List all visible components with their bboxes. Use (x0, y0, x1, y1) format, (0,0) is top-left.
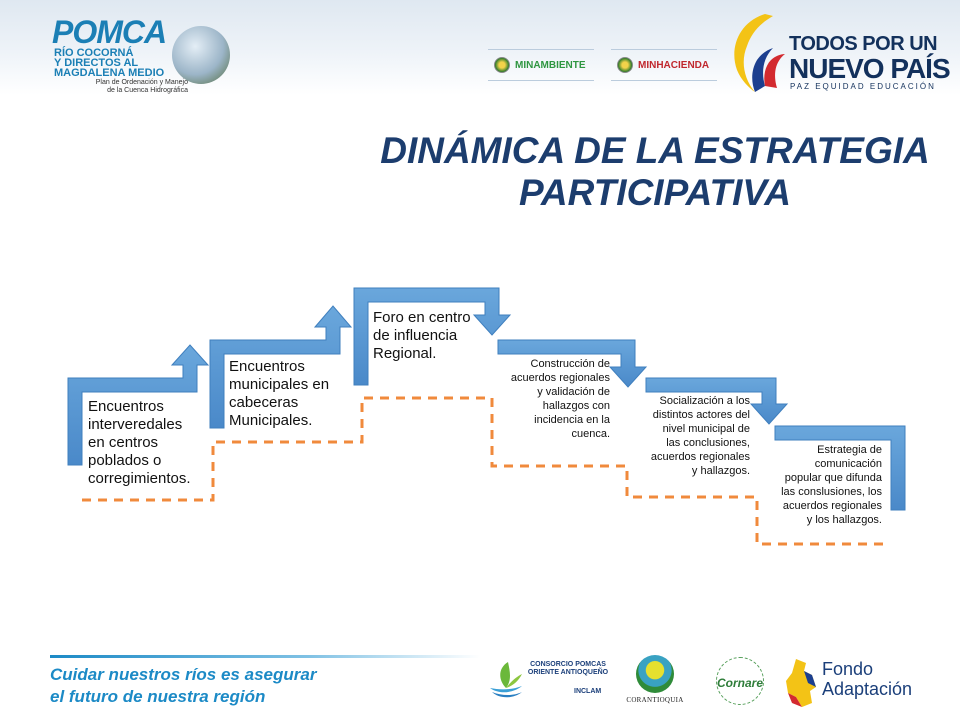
tricolor-swoosh-icon (734, 14, 785, 92)
consorcio-logo: CONSORCIO POMCAS ORIENTE ANTIOQUEÑO INCL… (488, 658, 610, 706)
slogan-line: el futuro de nuestra región (50, 687, 266, 706)
bent-arrow-up-2 (209, 305, 353, 429)
step-line: las conslusiones, los (781, 486, 882, 498)
step-line: Foro en centro (373, 309, 471, 326)
government-slogan-sub: PAZ EQUIDAD EDUCACIÓN (790, 82, 936, 91)
step-line: comunicación (814, 458, 882, 470)
step-line: cuenca. (571, 428, 610, 440)
step-line: hallazgos con (542, 400, 610, 412)
colombia-shield-icon (617, 57, 633, 73)
step-line: municipales en (229, 376, 330, 393)
step-line: y validación de (537, 386, 610, 398)
step-line: en centros (88, 434, 159, 451)
pomca-line: MAGDALENA MEDIO (54, 67, 165, 79)
step-1-text: Encuentros intervereda­les en centros po… (88, 398, 213, 488)
bent-arrow-down-5 (645, 377, 789, 425)
step-line: las conclusiones, (666, 437, 750, 449)
footer-slogan: Cuidar nuestros ríos es asegurar el futu… (50, 664, 410, 708)
step-line: Construcción de (530, 358, 611, 370)
step-line: acuerdos regionales (510, 372, 610, 384)
pomca-globe-icon (172, 26, 230, 84)
step-line: Municipales. (229, 412, 313, 429)
pomca-subtitle: Plan de Ordenación y Manejo de la Cuenca… (70, 79, 188, 95)
ministry-name: MINAMBIENTE (515, 59, 586, 71)
step-line: acuerdos regionales (782, 500, 882, 512)
pomca-basin-name: RÍO COCORNÁ Y DIRECTOS AL MAGDALENA MEDI… (54, 47, 184, 79)
step-line: de influencia (373, 327, 458, 344)
step-line: Socialización a los (659, 395, 751, 407)
step-line: Estrategia de (817, 444, 882, 456)
government-slogan-line2: NUEVO PAÍS (789, 53, 951, 84)
corantioquia-emblem-icon (636, 655, 674, 693)
footer-divider (50, 655, 480, 658)
step-line: intervereda­les (88, 416, 183, 433)
bent-arrow-down-3 (353, 287, 512, 386)
step-5-text: Socialización a los distintos actores de… (642, 394, 750, 478)
step-line: incidencia en la (534, 414, 610, 426)
step-line: nivel municipal de (662, 423, 750, 435)
colombia-shield-icon (494, 57, 510, 73)
cornare-logo: Cornare (712, 657, 768, 709)
consorcio-line: CONSORCIO POMCAS (530, 661, 606, 668)
corantioquia-name: CORANTIOQUIA (626, 696, 684, 704)
pomca-line: RÍO COCORNÁ (54, 47, 134, 59)
consorcio-name: CONSORCIO POMCAS ORIENTE ANTIOQUEÑO (526, 661, 610, 677)
step-6-text: Estrategia de comunicación popular que d… (770, 443, 882, 527)
pomca-wordmark: POMCA (52, 14, 167, 50)
step-line: popular que difunda (784, 472, 882, 484)
fondo-adaptacion-logo: Fondo Adaptación (782, 655, 922, 710)
ministry-name: MINHACIENDA (638, 59, 710, 71)
fondo-name-line1: Fondo (822, 659, 874, 679)
bent-arrow-down-6 (774, 425, 906, 511)
colombia-map-icon (786, 659, 816, 707)
step-line: y hallazgos. (691, 465, 750, 477)
step-line: Encuentros (229, 358, 305, 375)
page-title: DINÁMICA DE LA ESTRATEGIA PARTICIPATIVA (300, 130, 960, 214)
fondo-name-line2: Adaptación (822, 679, 913, 699)
header-background (0, 0, 960, 95)
step-3-text: Foro en centro de influencia Regional. (373, 309, 498, 363)
government-slogan-line1: TODOS POR UN (789, 33, 938, 55)
step-2-text: Encuentros municipales en cabeceras Muni… (229, 358, 359, 430)
step-line: distintos actores del (652, 409, 750, 421)
step-line: acuerdos regionales (650, 451, 750, 463)
leaf-hands-icon (490, 662, 522, 698)
bent-arrow-up-1 (67, 344, 210, 466)
pomca-logo: POMCA RÍO COCORNÁ Y DIRECTOS AL MAGDALEN… (52, 16, 242, 100)
step-4-text: Construcción de acuerdos regionales y va… (500, 357, 610, 441)
step-line: y los hallazgos. (806, 514, 882, 526)
pomca-sub-line: Plan de Ordenación y Manejo (95, 79, 188, 86)
consorcio-line: ORIENTE ANTIOQUEÑO (527, 669, 609, 676)
step-line: Encuentros (88, 398, 164, 415)
title-line: DINÁMICA DE LA ESTRATEGIA (380, 130, 930, 171)
cornare-name: Cornare (716, 676, 763, 690)
dashed-step-outline (82, 396, 890, 546)
corantioquia-logo: CORANTIOQUIA (618, 655, 688, 710)
step-line: corregimientos. (88, 470, 191, 487)
pomca-sub-line: de la Cuenca Hidrográfica (107, 87, 188, 94)
bent-arrow-down-4 (497, 339, 648, 388)
minhacienda-logo: MINHACIENDA (611, 49, 717, 81)
cornare-ring-icon (716, 657, 764, 705)
step-line: Regional. (373, 345, 437, 362)
minambiente-logo: MINAMBIENTE (488, 49, 594, 81)
slogan-line: Cuidar nuestros ríos es asegurar (50, 665, 317, 684)
pomca-line: Y DIRECTOS AL (54, 57, 139, 69)
inclam-logo: INCLAM (574, 688, 602, 695)
step-line: cabeceras (229, 394, 299, 411)
step-line: poblados o (88, 452, 162, 469)
title-line: PARTICIPATIVA (518, 172, 792, 213)
